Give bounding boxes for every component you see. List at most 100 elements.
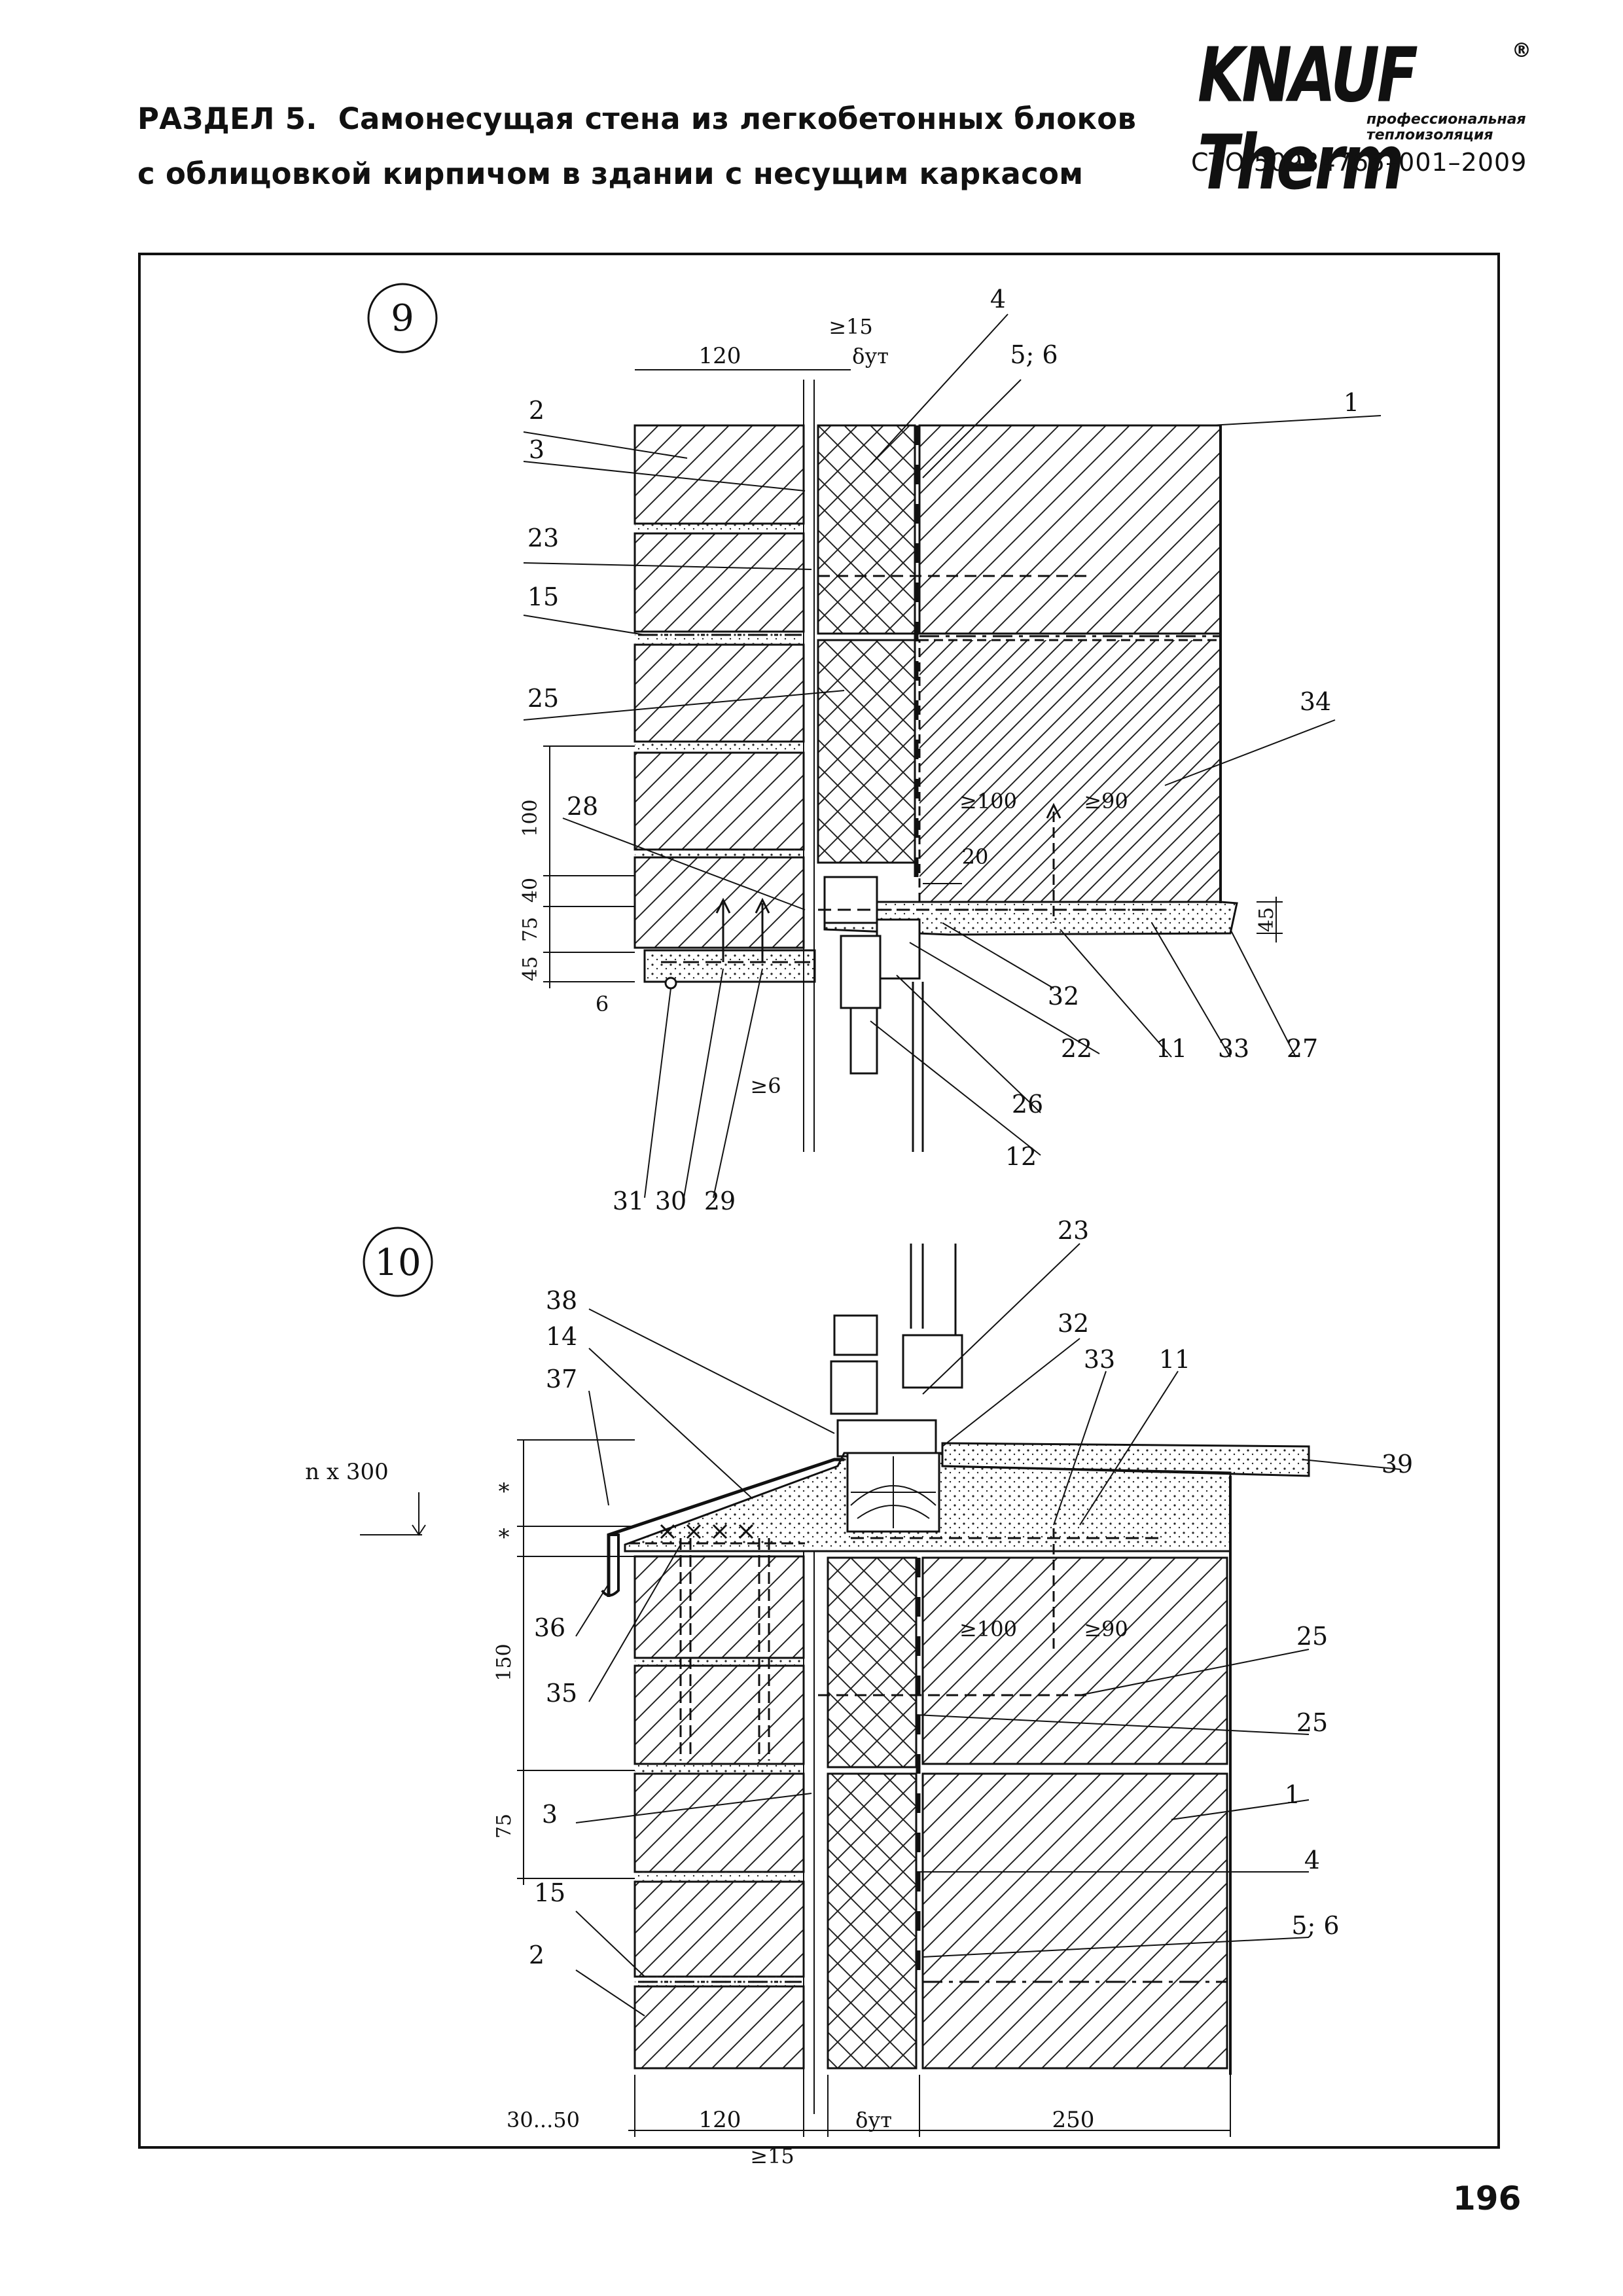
d10-callout-2: 2 bbox=[529, 1941, 544, 1969]
logo-brand: KNAUF Therm bbox=[1198, 31, 1418, 207]
d10-insulation-upper bbox=[827, 1556, 918, 1768]
d10-dim-star-2: * bbox=[499, 1524, 510, 1551]
d9-callout-23: 23 bbox=[527, 524, 559, 552]
d10-dim-n300: n x 300 bbox=[305, 1459, 389, 1485]
d10-callout-22: 23 bbox=[1058, 1216, 1089, 1245]
d10-dimension-lines bbox=[360, 1439, 1231, 2137]
d10-callout-36: 36 bbox=[534, 1613, 565, 1642]
d10-block-lower bbox=[921, 1772, 1228, 2070]
d9-callout-3: 3 bbox=[529, 435, 544, 464]
page-header: РАЗДЕЛ 5. Самонесущая стена из легкобето… bbox=[137, 92, 1136, 202]
logo-tagline-1: профессиональная bbox=[1366, 111, 1526, 128]
d9-dim-120: 120 bbox=[699, 343, 741, 369]
d10-window-frame-3 bbox=[902, 1334, 963, 1389]
d10-frame-base bbox=[836, 1419, 937, 1458]
d9-callout-4: 4 bbox=[990, 285, 1006, 314]
title-line-2: с облицовкой кирпичом в здании с несущим… bbox=[137, 156, 1084, 191]
d9-brick-course-5 bbox=[633, 856, 805, 949]
d9-anchor-2-head bbox=[755, 897, 770, 914]
d9-block-lower bbox=[918, 639, 1222, 903]
d9-dim-insulation: δут bbox=[852, 344, 889, 368]
d10-dim-3050: 30...50 bbox=[507, 2108, 580, 2132]
d9-dim-6: 6 bbox=[596, 992, 609, 1016]
d9-dim-100: 100 bbox=[519, 799, 542, 836]
d10-flashing bbox=[607, 1458, 844, 1597]
d10-cross-fix bbox=[660, 1524, 754, 1539]
detail-10-number-circle bbox=[363, 1227, 433, 1297]
d9-callout-32: 32 bbox=[1048, 982, 1079, 1011]
d10-block-upper bbox=[921, 1556, 1228, 1765]
d9-anchor-1-head bbox=[715, 897, 731, 914]
d9-callout-5-6: 5; 6 bbox=[1010, 340, 1058, 369]
d9-callout-28: 28 bbox=[567, 792, 598, 821]
d10-insulation-lower bbox=[827, 1772, 918, 2070]
d10-mortar-joint-3 bbox=[635, 1872, 804, 1882]
d10-brick-course-4 bbox=[633, 1880, 805, 1978]
d10-callout-39: 39 bbox=[1382, 1450, 1413, 1479]
d9-callout-33: 33 bbox=[1218, 1034, 1249, 1063]
d9-dimension-lines bbox=[543, 369, 1283, 988]
d9-insulation-upper bbox=[817, 424, 916, 635]
d10-callout-5-6: 5; 6 bbox=[1291, 1911, 1339, 1940]
d10-dim-250: 250 bbox=[1052, 2107, 1095, 2133]
section-label: РАЗДЕЛ 5. bbox=[137, 101, 317, 136]
d10-callout-14: 14 bbox=[546, 1322, 577, 1351]
d10-callout-4: 4 bbox=[1304, 1846, 1320, 1874]
d10-dim-100: ≥100 bbox=[959, 1617, 1017, 1641]
d10-callout-33: 33 bbox=[1084, 1345, 1115, 1374]
d9-dim-gap: ≥15 bbox=[829, 314, 873, 339]
d9-mortar-joints bbox=[635, 524, 804, 533]
d9-callout-11: 11 bbox=[1156, 1034, 1187, 1063]
d9-callout-27: 27 bbox=[1287, 1034, 1318, 1063]
d10-brick-course-5 bbox=[633, 1985, 805, 2070]
d10-callout-38: 38 bbox=[546, 1286, 577, 1315]
d10-window-frame-1 bbox=[833, 1314, 878, 1356]
d10-callout-11: 11 bbox=[1159, 1345, 1190, 1374]
d10-callout-37: 37 bbox=[546, 1365, 577, 1393]
d10-dim-insulation: δут bbox=[855, 2108, 892, 2132]
d9-callout-25: 25 bbox=[527, 684, 559, 713]
d9-callout-31: 31 bbox=[613, 1187, 644, 1215]
d9-mortar-joint-4 bbox=[635, 850, 804, 857]
d9-dim-45r: 45 bbox=[1255, 907, 1278, 932]
d10-dim-150: 150 bbox=[493, 1643, 516, 1681]
d10-mortar-joint-2 bbox=[635, 1764, 804, 1774]
logo-registered: ® bbox=[1512, 39, 1531, 62]
d9-dim-40: 40 bbox=[519, 878, 542, 903]
detail-9-number: 9 bbox=[391, 297, 414, 340]
d10-insulation-plug-pattern bbox=[850, 1456, 936, 1528]
d9-mortar-joint-3 bbox=[635, 742, 804, 753]
d9-lintel bbox=[643, 949, 816, 983]
d9-callout-26: 26 bbox=[1012, 1090, 1043, 1119]
d9-callout-1: 1 bbox=[1344, 388, 1359, 417]
page-number: 196 bbox=[1453, 2179, 1522, 2217]
d9-window-frame-2 bbox=[840, 935, 882, 1009]
d9-callout-22: 22 bbox=[1061, 1034, 1092, 1063]
detail-10: 10 bbox=[305, 1216, 1413, 2168]
d9-callout-30: 30 bbox=[655, 1187, 687, 1215]
d9-callout-15: 15 bbox=[527, 583, 559, 611]
d10-callout-1: 1 bbox=[1285, 1780, 1300, 1809]
d10-callout-35: 35 bbox=[546, 1679, 577, 1708]
d10-dim-gap: ≥15 bbox=[750, 2144, 794, 2168]
knauf-therm-logo: KNAUF Therm ® профессиональная теплоизол… bbox=[1198, 31, 1531, 207]
d9-dim-20: 20 bbox=[962, 844, 989, 869]
d9-sill-anchor-head bbox=[1046, 802, 1061, 819]
d10-mortar-joint-1 bbox=[635, 1658, 804, 1666]
d10-callout-23: 25 bbox=[1296, 1622, 1328, 1651]
d9-window-frame-1 bbox=[876, 918, 921, 980]
detail-9: 9 bbox=[367, 283, 1382, 1215]
d10-callout-15: 15 bbox=[534, 1878, 565, 1907]
d10-dim-75: 75 bbox=[493, 1814, 516, 1839]
d10-callout-25-label: 25 bbox=[1296, 1708, 1328, 1737]
d10-dim-120: 120 bbox=[699, 2107, 741, 2133]
d10-brick-course-1 bbox=[633, 1555, 805, 1659]
d10-window-frame-2 bbox=[830, 1360, 878, 1415]
d9-dim-100b: ≥100 bbox=[959, 789, 1017, 814]
d9-dim-6b: ≥6 bbox=[750, 1073, 781, 1098]
detail-10-number: 10 bbox=[374, 1242, 421, 1284]
d9-dim-45: 45 bbox=[519, 956, 542, 981]
d9-insulation-lower bbox=[817, 639, 916, 864]
d9-brick-course-2 bbox=[633, 532, 805, 633]
